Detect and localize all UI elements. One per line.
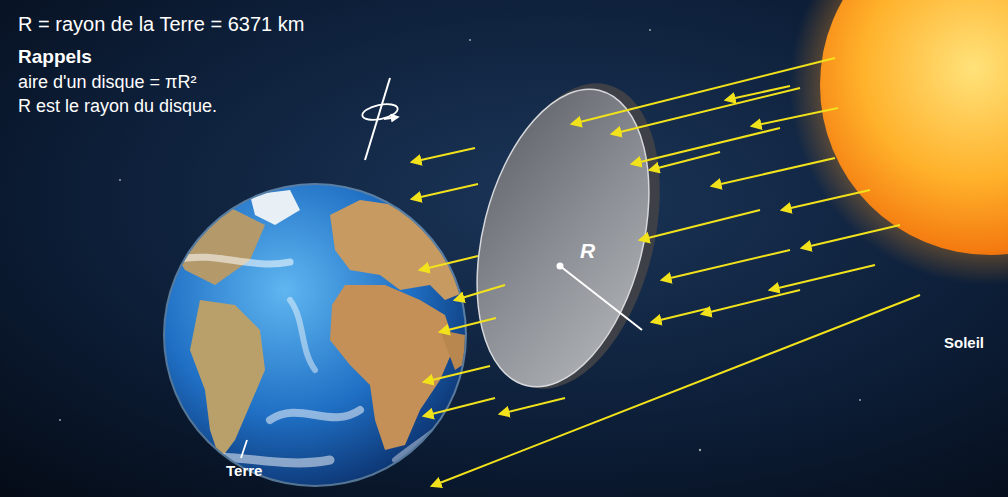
cloud (290, 300, 315, 370)
madagascar (440, 330, 470, 370)
greenland (250, 190, 300, 225)
sun (820, 0, 1008, 255)
ray (412, 184, 478, 199)
disc (449, 71, 678, 405)
ray (770, 265, 875, 290)
ray (640, 210, 760, 240)
africa (330, 285, 455, 450)
ray (432, 295, 920, 486)
south-america (190, 300, 265, 460)
earth-radius-note: R = rayon de la Terre = 6371 km (18, 12, 304, 36)
ray (712, 158, 835, 186)
star (649, 29, 651, 31)
radius-label: R (580, 238, 595, 263)
ray (440, 318, 496, 332)
disc-center (557, 263, 564, 270)
ray (612, 88, 800, 134)
star (469, 39, 471, 41)
earth-label: Terre (226, 462, 262, 480)
ray (412, 148, 475, 162)
star (859, 399, 861, 401)
radius-line (560, 266, 642, 330)
star (699, 449, 701, 451)
cloud (270, 410, 360, 420)
ray (652, 308, 710, 322)
ray (726, 86, 790, 100)
ray (424, 398, 495, 416)
disc-area-formula: aire d'un disque = πR² (18, 72, 196, 94)
sun-label: Soleil (944, 334, 984, 352)
ray (752, 108, 838, 126)
rotation-circle (361, 101, 399, 122)
reminder-heading: Rappels (18, 46, 92, 69)
ray (702, 290, 800, 314)
leader-line (241, 440, 247, 458)
ray (662, 250, 790, 280)
cloud (395, 410, 455, 460)
ray (572, 58, 835, 124)
star (59, 419, 61, 421)
star (119, 179, 121, 181)
ray (650, 152, 720, 170)
cloud (175, 257, 290, 264)
ray (632, 128, 780, 164)
ray (420, 256, 478, 270)
sun-rays (412, 58, 920, 486)
ray (782, 190, 870, 210)
ray (802, 225, 900, 248)
radius-definition: R est le rayon du disque. (18, 96, 217, 118)
sun-glow (790, 0, 1008, 285)
ray (424, 366, 490, 382)
north-america (170, 205, 265, 285)
ray (500, 398, 565, 414)
continents (170, 190, 470, 463)
ray (455, 285, 505, 300)
earth-halo (163, 183, 467, 487)
rotation-arrow (384, 117, 398, 119)
